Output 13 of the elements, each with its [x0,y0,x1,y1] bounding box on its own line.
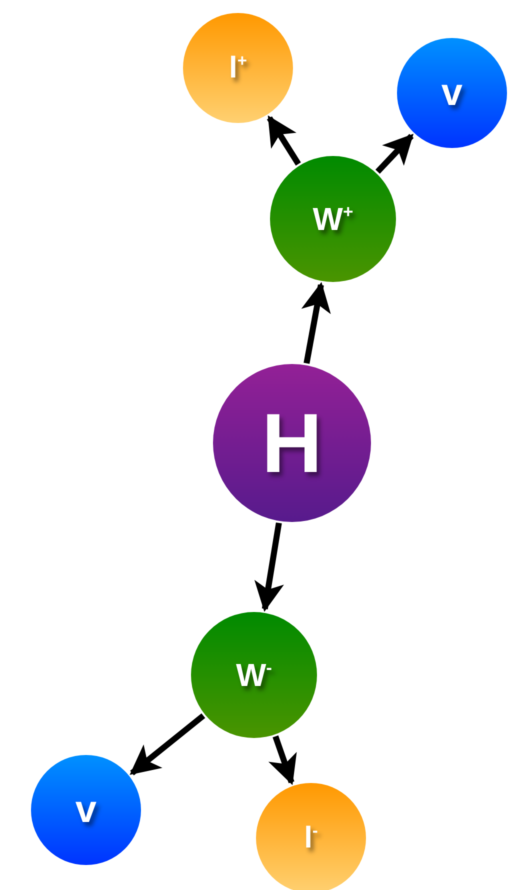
arrow [375,134,414,174]
arrow [130,713,206,776]
arrow [301,282,331,364]
particle-symbol: v [441,74,463,112]
arrow [266,115,301,166]
arrow [254,522,284,612]
particle-symbol: l$^{+}$ [229,52,247,84]
particle-symbol: v [75,791,97,829]
particle-symbol: l$^{-}$ [304,822,318,854]
arrow [268,735,297,786]
particle-symbol: W$^{-}$ [236,659,272,691]
particle-symbol: H [262,401,322,485]
particle-symbol: W$^{+}$ [312,203,354,235]
